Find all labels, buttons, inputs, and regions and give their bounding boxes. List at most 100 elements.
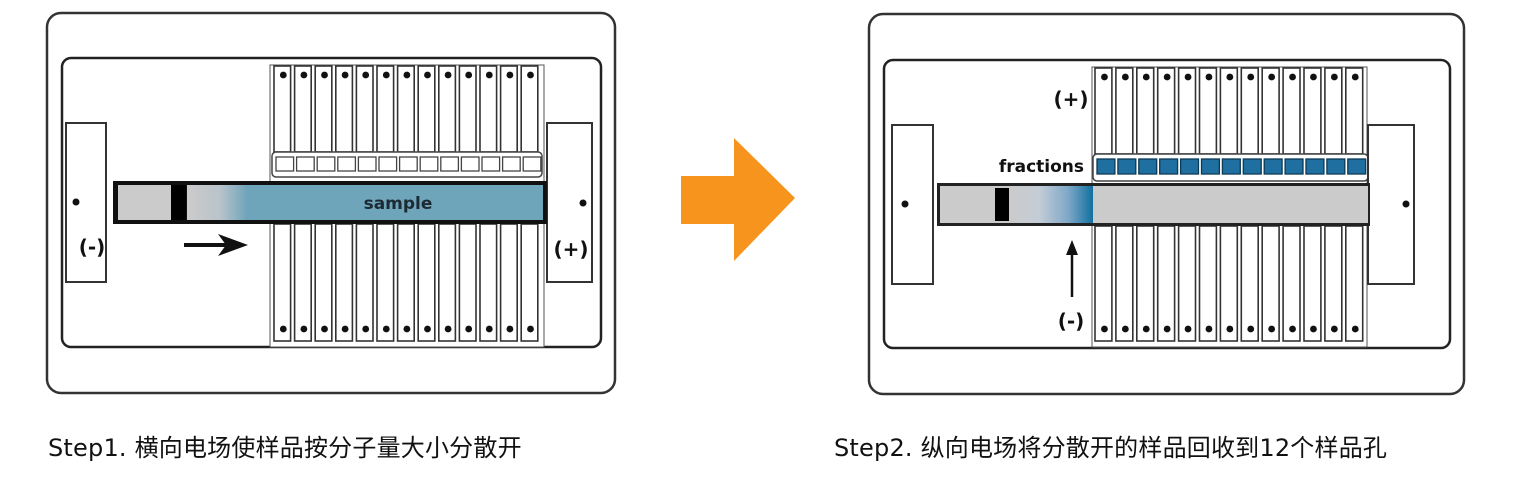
step2-electrode-strip-top (1136, 67, 1155, 155)
step2-well (1200, 158, 1221, 175)
step1-strip-contact-bottom (403, 325, 411, 333)
step1-strip-contact-top (382, 71, 390, 79)
step2-strip-contact-bottom (1101, 325, 1108, 333)
step1-well (295, 156, 315, 172)
step2-strip-contact-top (1289, 73, 1296, 81)
step1-electrode-strip-bottom (520, 223, 539, 342)
step2-strip-contact-top (1101, 73, 1108, 81)
step1-strip-contact-top (527, 71, 534, 79)
step1-cathode-label: (-) (79, 235, 106, 259)
step1-strip-contact-bottom (465, 325, 473, 333)
step1-strip-contact-top (465, 71, 473, 79)
step2-strip-contact-top (1247, 73, 1255, 81)
step1-electrode-strips (273, 65, 539, 342)
step2-well (1117, 158, 1137, 175)
step2-strip-contact-bottom (1163, 325, 1171, 333)
arrow-up-icon (1066, 240, 1078, 297)
step2-electrode-strip-bottom (1198, 225, 1218, 342)
step1-electrode-strip-top (334, 65, 354, 153)
step1-gradient-zone (187, 185, 247, 220)
step1-anode-label: (+) (553, 237, 588, 261)
step2-strip-contact-top (1205, 73, 1213, 81)
step2-electrode-strip-bottom (1345, 225, 1364, 342)
step1-strip-contact-bottom (424, 325, 431, 333)
step2-well (1284, 158, 1304, 175)
step1-electrode-strip-bottom (396, 223, 416, 342)
step1-electrode-strip-bottom (355, 223, 374, 342)
step2-strip-contact-top (1142, 73, 1150, 81)
step2-strip-contact-top (1163, 73, 1171, 81)
step1-gel-loading-zone (118, 185, 171, 220)
step2-electrode-strip-bottom (1136, 225, 1155, 342)
step2-electrode-strip-top (1156, 67, 1176, 155)
step1-strip-contact-top (403, 71, 411, 79)
step2-well (1242, 158, 1262, 175)
step1-sample-label: sample (364, 194, 433, 214)
step2-well (1096, 158, 1116, 175)
step1-well (378, 156, 398, 172)
step2-well (1159, 158, 1179, 175)
step1-electrode-strip-top (417, 65, 436, 153)
step2-electrode-strip-top (1261, 67, 1280, 155)
step1-well (501, 156, 521, 172)
orange-arrow-right-icon (681, 138, 795, 261)
step1-strip-contact-top (279, 71, 287, 79)
step1-strip-contact-top (506, 71, 514, 79)
step1-anode-dot (579, 199, 587, 207)
step2-sample-band (995, 188, 1009, 221)
step1-strip-contact-top (485, 71, 493, 79)
step1-strip-contact-top (341, 71, 349, 79)
step2-left-electrode-dot (901, 200, 909, 208)
step2-panel: fractions (+) (-) (867, 12, 1466, 396)
step2-strip-contact-top (1226, 73, 1234, 81)
step1-electrode-strip-bottom (273, 223, 292, 342)
step2-well (1221, 158, 1241, 175)
step1-strip-contact-bottom (300, 325, 308, 333)
step2-fractions-label: fractions (999, 157, 1084, 177)
step1-well (337, 156, 357, 172)
step2-strip-contact-bottom (1205, 325, 1213, 333)
step1-well (316, 156, 336, 172)
step1-electrode-strip-top (293, 65, 313, 153)
step2-electrode-strip-bottom (1219, 225, 1239, 342)
step1-electrode-strip-top (355, 65, 374, 153)
step2-electrode-strip-bottom (1115, 225, 1134, 342)
step1-strip-contact-bottom (279, 325, 287, 333)
step1-strip-contact-bottom (506, 325, 514, 333)
step2-electrode-strip-top (1324, 67, 1343, 155)
step2-strip-contact-bottom (1310, 325, 1317, 333)
step1-strip-contact-bottom (444, 325, 452, 333)
step2-well (1179, 158, 1200, 175)
step2-strip-contact-bottom (1247, 325, 1255, 333)
step1-well (460, 156, 480, 172)
step1-electrode-strip-top (458, 65, 477, 153)
step2-strip-contact-bottom (1226, 325, 1234, 333)
step2-well (1263, 158, 1283, 175)
step1-electrode-strip-bottom (293, 223, 313, 342)
step1-electrode-strip-bottom (376, 223, 395, 342)
step1-electrode-strip-top (479, 65, 498, 153)
step2-strip-contact-bottom (1268, 325, 1276, 333)
step2-electrode-strip-bottom (1177, 225, 1197, 342)
step1-electrode-strip-bottom (437, 223, 457, 342)
step2-electrode-strip-bottom (1156, 225, 1176, 342)
step1-well (398, 156, 418, 172)
step1-electrode-strip-bottom (314, 223, 333, 342)
step2-strip-contact-bottom (1351, 325, 1359, 333)
step1-strip-contact-top (444, 71, 452, 79)
step1-electrode-strip-top (396, 65, 416, 153)
step1-electrode-strip-top (499, 65, 519, 153)
step1-strip-contact-bottom (485, 325, 493, 333)
step2-strip-contact-top (1351, 73, 1359, 81)
step2-strip-contact-top (1330, 73, 1338, 81)
step2-strip-contact-top (1184, 73, 1192, 81)
step1-strip-contact-bottom (527, 325, 534, 333)
step2-electrode-strip-bottom (1261, 225, 1280, 342)
step2-cathode-label: (-) (1058, 309, 1085, 333)
step2-well (1138, 158, 1158, 175)
step2-electrode-strip-bottom (1282, 225, 1301, 342)
step2-electrode-strip-top (1240, 67, 1260, 155)
step2-electrode-strip-top (1219, 67, 1239, 155)
step2-strip-contact-bottom (1121, 325, 1129, 333)
